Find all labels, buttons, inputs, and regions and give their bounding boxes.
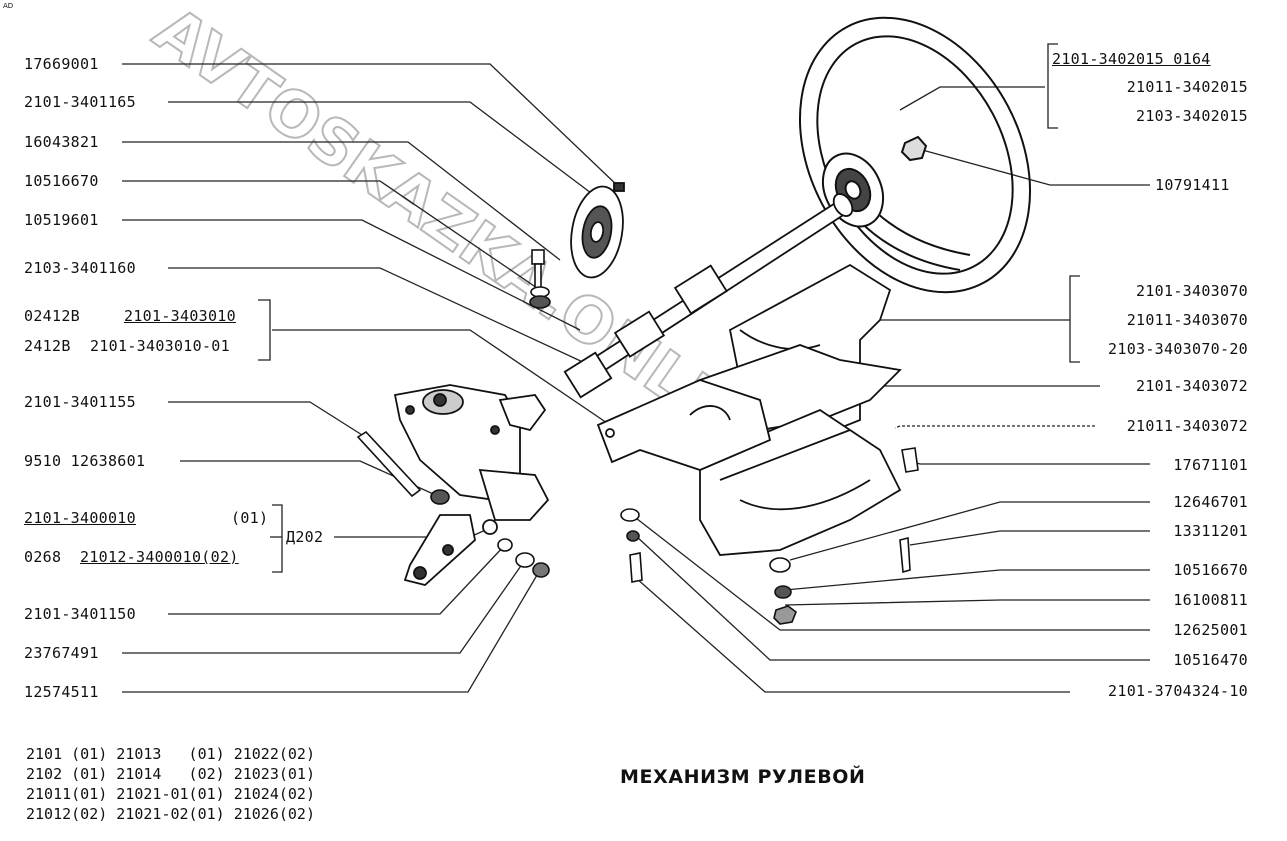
corner-mark: AD [3, 2, 14, 10]
label-2101-3403010-01: 2101-3403010-01 [90, 337, 230, 355]
applicability-row: 2102 (01) 21014 (02) 21023(01) [26, 765, 315, 783]
leader-steering-wheel [899, 86, 1045, 111]
label-2412B: 2412B [24, 337, 71, 355]
label-2103-3401160: 2103-3401160 [24, 259, 136, 277]
leader-10516670-right [784, 569, 1150, 591]
brackets [258, 43, 1080, 573]
label-21011-3402015: 21011-3402015 [1126, 78, 1248, 96]
leader-2101-3403010 [272, 329, 611, 426]
leader-12625001 [631, 514, 1150, 631]
label-16043821: 16043821 [24, 133, 99, 151]
leader-17669001 [122, 63, 621, 189]
label-12625001: 12625001 [1173, 621, 1248, 639]
label-2101-3704324-10: 2101-3704324-10 [1108, 682, 1248, 700]
label-02412B: 02412B [24, 307, 80, 325]
label-01: (01) [231, 509, 269, 527]
bracket-cover [1069, 275, 1080, 363]
bracket-gear [272, 504, 283, 573]
label-2101-3401150: 2101-3401150 [24, 605, 136, 623]
cover-hardware [620, 447, 919, 625]
applicability-row: 2101 (01) 21013 (01) 21022(02) [26, 745, 315, 763]
leader-13311201 [909, 530, 1150, 546]
leader-23767491 [122, 559, 526, 654]
label-9510-12638601: 9510 12638601 [24, 452, 146, 470]
label-23767491: 23767491 [24, 644, 99, 662]
label-2101-3403072: 2101-3403072 [1136, 377, 1248, 395]
leader-2103-3401160 [168, 267, 601, 371]
leader-2101-3401150 [168, 544, 506, 615]
leader-10519601 [122, 219, 581, 331]
leader-12646701 [789, 501, 1150, 561]
label-12646701: 12646701 [1173, 493, 1248, 511]
applicability-row: 21011(01) 21021-01(01) 21024(02) [26, 785, 315, 803]
label-16100811: 16100811 [1173, 591, 1248, 609]
label-10519601: 10519601 [24, 211, 99, 229]
label-10516470: 10516470 [1173, 651, 1248, 669]
shaft-bolt-set [529, 249, 551, 309]
label-2101-3401165: 2101-3401165 [24, 93, 136, 111]
bracket-wheel [1047, 43, 1058, 129]
mounting-bracket [596, 379, 772, 471]
label-0268: 0268 [24, 548, 62, 566]
leader-16043821 [122, 141, 561, 261]
label-13311201: 13311201 [1173, 522, 1248, 540]
leader-2101-3401165 [168, 101, 596, 197]
leader-12574511 [122, 569, 541, 693]
label-21011-3403070: 21011-3403070 [1126, 311, 1248, 329]
label-2101-3402015-0164: 2101-3402015 0164 [1052, 50, 1211, 68]
steering-gear [393, 384, 550, 586]
label-2101-3400010: 2101-3400010 [24, 509, 136, 527]
label-12574511: 12574511 [24, 683, 99, 701]
leader-2101-3704324-10 [635, 577, 1070, 693]
leader-16100811 [784, 599, 1150, 606]
label-10516670-left: 10516670 [24, 172, 99, 190]
applicability-list: 2101 (01) 21013 (01) 21022(02) 2102 (01)… [26, 744, 315, 824]
leader-10516670-left [122, 180, 541, 291]
label-2103-3402015: 2103-3402015 [1136, 107, 1248, 125]
label-10791411: 10791411 [1155, 176, 1230, 194]
label-2101-3403010: 2101-3403010 [124, 307, 236, 325]
applicability-row: 21012(02) 21021-02(01) 21026(02) [26, 805, 315, 823]
label-2103-3403070-20: 2103-3403070-20 [1108, 340, 1248, 358]
label-17669001: 17669001 [24, 55, 99, 73]
label-21012-3400010: 21012-3400010(02) [80, 548, 239, 566]
leader-2101-3401155 [168, 401, 371, 441]
leader-lines [122, 63, 1150, 693]
label-10516670-right: 10516670 [1173, 561, 1248, 579]
label-D202: Д202 [286, 528, 324, 546]
leader-21011-3403072 [894, 425, 1095, 429]
diagram-title: МЕХАНИЗМ РУЛЕВОЙ [620, 766, 866, 788]
gear-bolt-set [356, 430, 550, 578]
leader-10516470 [635, 535, 1150, 661]
label-17671101: 17671101 [1173, 456, 1248, 474]
leader-10791411 [914, 147, 1150, 186]
bracket-shaft [258, 299, 271, 361]
label-2101-3403070: 2101-3403070 [1136, 282, 1248, 300]
label-21011-3403072: 21011-3403072 [1126, 417, 1248, 435]
steering-wheel [798, 16, 1032, 294]
steering-shaft [563, 193, 854, 399]
label-2101-3401155: 2101-3401155 [24, 393, 136, 411]
hub-plate [570, 182, 625, 279]
